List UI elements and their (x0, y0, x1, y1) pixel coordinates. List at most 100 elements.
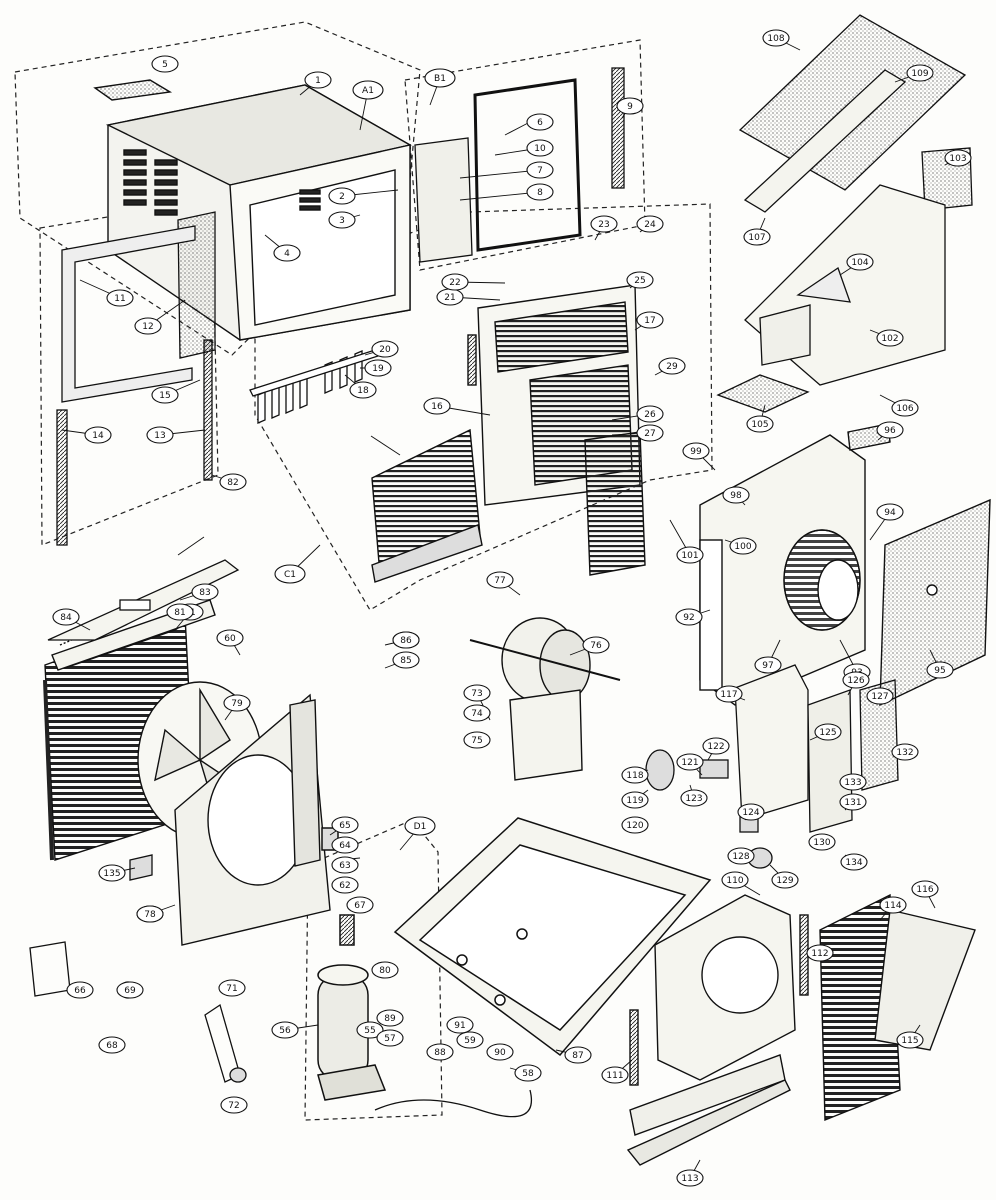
callout-group-c1: C1 (274, 564, 306, 584)
callout-part-123: 123 (680, 789, 708, 807)
base-pan (393, 817, 712, 1057)
callout-part-72-label: 72 (228, 1101, 239, 1111)
callout-part-75-label: 75 (471, 736, 482, 746)
callout-group-c1-label: C1 (284, 570, 296, 580)
callout-part-101-label: 101 (681, 551, 698, 561)
callout-part-108-circle (762, 29, 790, 47)
callout-part-115: 115 (896, 1031, 924, 1049)
blower-assembly (699, 423, 991, 707)
callout-part-19-circle (364, 359, 392, 377)
callout-part-25: 25 (626, 271, 654, 289)
callout-part-6-circle (526, 113, 554, 131)
callout-part-119-circle (621, 791, 649, 809)
callout-part-63: 63 (331, 856, 359, 874)
callout-part-105: 105 (746, 415, 774, 433)
callout-part-78-circle (136, 905, 164, 923)
callout-part-2-label: 2 (339, 192, 345, 202)
callout-part-130-circle (808, 833, 836, 851)
callout-part-107-circle (743, 228, 771, 246)
callout-part-79-circle (223, 694, 251, 712)
cabinet-assembly (93, 79, 412, 341)
callout-part-75: 75 (463, 731, 491, 749)
callout-part-78-label: 78 (144, 910, 156, 920)
callout-part-23-circle (590, 215, 618, 233)
callout-group-b1-circle (424, 68, 456, 88)
callout-part-85-label: 85 (400, 656, 411, 666)
callout-part-1-label: 1 (315, 76, 321, 86)
callout-group-d1-label: D1 (414, 822, 427, 832)
callout-part-135-label: 135 (103, 869, 120, 879)
callout-part-17: 17 (636, 311, 664, 329)
callout-part-96-circle (876, 421, 904, 439)
top-panels (716, 14, 973, 413)
callout-part-118: 118 (621, 766, 649, 784)
callout-part-6-label: 6 (537, 118, 543, 128)
callout-part-88-circle (426, 1043, 454, 1061)
callout-part-112-circle (806, 944, 834, 962)
callout-part-72-circle (220, 1096, 248, 1114)
top-cover (47, 559, 240, 641)
callout-part-122: 122 (702, 737, 730, 755)
callout-part-18: 18 (349, 381, 377, 399)
callout-part-23: 23 (590, 215, 618, 233)
callout-part-113: 113 (676, 1169, 704, 1187)
callout-part-63-label: 63 (339, 861, 350, 871)
callout-part-99-label: 99 (690, 447, 702, 457)
callout-part-121-label: 121 (681, 758, 698, 768)
callout-part-88-label: 88 (434, 1048, 446, 1058)
callout-part-11: 11 (106, 289, 134, 307)
callout-part-65-circle (331, 816, 359, 834)
callout-part-8-circle (526, 183, 554, 201)
callout-part-7: 7 (526, 161, 554, 179)
callout-part-125-label: 125 (819, 728, 836, 738)
callout-part-57-label: 57 (384, 1034, 395, 1044)
callout-part-74-label: 74 (471, 709, 483, 719)
callout-part-3-circle (328, 211, 356, 229)
callout-part-83-label: 83 (199, 588, 210, 598)
fan-motor (469, 617, 621, 781)
callout-part-22: 22 (441, 273, 469, 291)
callout-part-5-label: 5 (162, 60, 168, 70)
callout-part-25-label: 25 (634, 276, 645, 286)
callout-part-127: 127 (866, 687, 894, 705)
callout-part-107: 107 (743, 228, 771, 246)
callout-part-26-circle (636, 405, 664, 423)
callout-part-98-label: 98 (730, 491, 742, 501)
callout-part-90: 90 (486, 1043, 514, 1061)
callout-part-91-circle (446, 1016, 474, 1034)
callout-part-8-label: 8 (537, 188, 543, 198)
callout-part-130: 130 (808, 833, 836, 851)
callout-part-69-label: 69 (124, 986, 136, 996)
callout-part-129-label: 129 (776, 876, 793, 886)
callout-part-7-circle (526, 161, 554, 179)
callout-part-103-circle (944, 149, 972, 167)
callout-part-98: 98 (722, 486, 750, 504)
callout-part-73: 73 (463, 684, 491, 702)
callout-part-82: 82 (219, 473, 247, 491)
callout-part-9: 9 (616, 97, 644, 115)
callout-part-99: 99 (682, 442, 710, 460)
callout-part-104: 104 (846, 253, 874, 271)
callout-part-83: 83 (191, 583, 219, 601)
callout-part-57-circle (376, 1029, 404, 1047)
callout-part-115-label: 115 (901, 1036, 918, 1046)
callout-part-29-circle (658, 357, 686, 375)
fan-and-shroud (137, 681, 331, 946)
callout-group-d1-circle (404, 816, 436, 836)
callout-part-29-label: 29 (666, 362, 678, 372)
callout-part-102: 102 (876, 329, 904, 347)
callout-part-5: 5 (151, 55, 179, 73)
callout-part-29: 29 (658, 357, 686, 375)
callout-part-77-circle (486, 571, 514, 589)
callout-part-106: 106 (891, 399, 919, 417)
callout-part-77-label: 77 (494, 576, 505, 586)
callout-part-6: 6 (526, 113, 554, 131)
callout-part-113-label: 113 (681, 1174, 698, 1184)
callout-part-102-label: 102 (881, 334, 898, 344)
callout-part-56-label: 56 (279, 1026, 291, 1036)
callout-part-129-circle (771, 871, 799, 889)
callout-part-56-circle (271, 1021, 299, 1039)
callout-part-55-circle (356, 1021, 384, 1039)
callout-part-87-label: 87 (572, 1051, 583, 1061)
